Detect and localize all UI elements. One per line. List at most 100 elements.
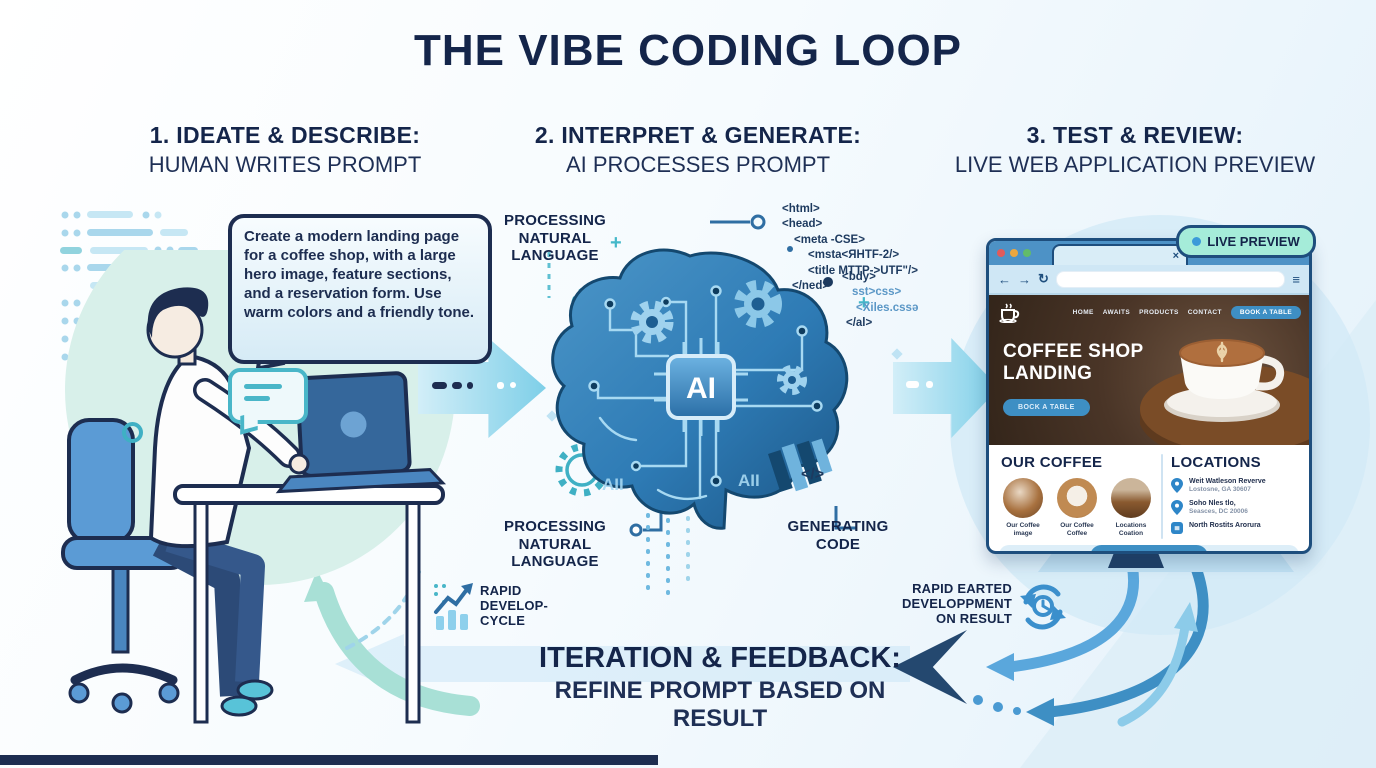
- column-divider: [1161, 454, 1163, 539]
- coffee-caption: Our Coffee image: [1006, 522, 1040, 538]
- label-generating-code: GENERATING CODE: [787, 518, 889, 553]
- step1-header: 1. IDEATE & DESCRIBE: HUMAN WRITES PROMP…: [85, 122, 485, 178]
- location-item: Weit Watleson Reverve Lostosne, GA 30607: [1171, 478, 1297, 493]
- menu-icon[interactable]: ≡: [1292, 271, 1300, 287]
- plus-accent: +: [610, 232, 622, 254]
- coffee-caption: Locations Coation: [1115, 522, 1147, 538]
- ai-chip-label: AI: [686, 372, 716, 405]
- iteration-feedback-block: ITERATION & FEEDBACK: REFINE PROMPT BASE…: [518, 642, 922, 733]
- url-bar[interactable]: [1055, 270, 1286, 288]
- code-line: </al>: [846, 317, 873, 330]
- location-address: Lostosne, GA 30607: [1189, 486, 1251, 493]
- plus-accent: +: [858, 292, 870, 314]
- hero-section: HOME AWAITS PRODUCTS CONTACT BOOK A TABL…: [989, 295, 1309, 445]
- browser-window: × ← → ↻ ≡ HOME AWAITS PRODUCTS CONTACT B…: [986, 238, 1312, 554]
- iteration-subtitle: REFINE PROMPT BASED ON RESULT: [554, 677, 886, 732]
- latte-cup-photo: [1140, 339, 1309, 445]
- ai-chip: [654, 338, 748, 436]
- browser-tab[interactable]: ×: [1052, 244, 1188, 265]
- generated-code-block: <html> <head> <meta -CSE> <msta<ЯHTF-2/>…: [782, 202, 918, 294]
- chair: [61, 418, 187, 714]
- live-dot-icon: [1192, 237, 1202, 246]
- hero-title: COFFEE SHOP LANDING: [1003, 341, 1144, 384]
- location-address: Seasces, DC 20006: [1189, 508, 1248, 515]
- close-traffic-dot[interactable]: [997, 249, 1005, 257]
- code-line: <msta<ЯHTF-2/>: [808, 249, 900, 262]
- ai-watermark-left: AII: [602, 475, 624, 494]
- generated-code-block-2: <bdy> sst>css> <Xiles.cssə </al>: [842, 270, 918, 332]
- brain-gears: [630, 280, 807, 395]
- coffee-photo: [1111, 478, 1151, 518]
- locations-heading: LOCATIONS: [1171, 454, 1261, 471]
- site-nav-link[interactable]: PRODUCTS: [1139, 309, 1179, 316]
- step2-title: 2. INTERPRET & GENERATE:: [534, 122, 862, 148]
- laptop: [275, 371, 447, 494]
- rapid-develop-cycle-label: RAPID DEVELOP- CYCLE: [480, 583, 549, 628]
- ai-brain-illustration: AI AII AII: [551, 248, 849, 530]
- site-nav-link[interactable]: CONTACT: [1187, 309, 1222, 316]
- location-name: North Rostits Arorura: [1189, 522, 1261, 529]
- step1-title: 1. IDEATE & DESCRIBE:: [149, 122, 421, 148]
- location-item: Soho Nles tlo, Seasces, DC 20006: [1171, 500, 1297, 515]
- circuit-nodes: [588, 285, 823, 487]
- minimize-traffic-dot[interactable]: [1010, 249, 1018, 257]
- rapid-result-label: RAPID EARTED DEVELOPPMENT ON RESULT: [901, 581, 1012, 626]
- maximize-traffic-dot[interactable]: [1023, 249, 1031, 257]
- tab-close-icon[interactable]: ×: [1172, 249, 1179, 262]
- code-tag-icon: </>: [801, 466, 825, 483]
- forward-icon[interactable]: →: [1018, 271, 1031, 287]
- page-title: THE VIBE CODING LOOP: [413, 26, 963, 75]
- step3-subtitle: LIVE WEB APPLICATION PREVIEW: [954, 152, 1316, 177]
- code-line: <bdy>: [842, 271, 876, 283]
- label-processing-top: PROCESSING NATURAL LANGUAGE: [503, 212, 607, 265]
- step3-header: 3. TEST & REVIEW: LIVE WEB APPLICATION P…: [918, 122, 1352, 178]
- growth-chart-icon: [434, 583, 473, 630]
- code-line: </ned>: [792, 280, 830, 293]
- nav-book-table-button[interactable]: BOOK A TABLE: [1230, 306, 1301, 319]
- coffee-photo: [1003, 478, 1043, 518]
- location-name: Weit Watleson Reverve: [1189, 478, 1266, 485]
- site-nav-link[interactable]: AWAITS: [1102, 309, 1131, 316]
- locations-section: LOCATIONS Weit Watleson Reverve Lostosne…: [1171, 454, 1297, 539]
- prompt-text: Create a modern landing page for a coffe…: [244, 228, 475, 321]
- floor-line: [0, 755, 658, 765]
- label-processing-bottom: PROCESSING NATURAL LANGUAGE: [503, 518, 607, 571]
- coffee-photo: [1057, 478, 1097, 518]
- desk: [173, 484, 445, 724]
- code-line: <meta -CSE>: [794, 233, 865, 246]
- code-line: <Xiles.cssə: [856, 301, 919, 314]
- back-icon[interactable]: ←: [998, 271, 1011, 287]
- our-coffee-heading: OUR COFFEE: [1001, 454, 1103, 471]
- refresh-icon[interactable]: ↻: [1038, 271, 1049, 286]
- our-coffee-section: OUR COFFEE Our Coffee image Our Coffee C…: [1001, 454, 1153, 539]
- site-nav-link[interactable]: HOME: [1072, 309, 1094, 316]
- site-nav: HOME AWAITS PRODUCTS CONTACT BOOK A TABL…: [1073, 306, 1301, 319]
- person-head: [146, 287, 209, 366]
- step3-title: 3. TEST & REVIEW:: [1026, 122, 1244, 148]
- code-line: <title MTTP->UTF"/>: [808, 264, 918, 277]
- book-table-button[interactable]: BOOK A TABLE: [1089, 544, 1209, 551]
- list-icon: ≣: [1171, 522, 1183, 534]
- location-item: ≣ North Rostits Arorura: [1171, 522, 1297, 534]
- live-preview-badge: LIVE PREVIEW: [1176, 225, 1316, 258]
- coffee-caption: Our Coffee Coffee: [1060, 522, 1094, 538]
- code-line: sst>css>: [852, 286, 902, 299]
- ai-watermark-right: AII: [738, 471, 760, 490]
- coffee-cup-logo-icon: [999, 303, 1020, 323]
- map-pin-icon: [1171, 500, 1183, 515]
- coffee-card: Locations Coation: [1109, 478, 1153, 539]
- brain-stem: [768, 438, 833, 493]
- hero-book-table-button[interactable]: BOCK A TABLE: [1003, 399, 1090, 416]
- coffee-card: Our Coffee image: [1001, 478, 1045, 539]
- prompt-speech-bubble: Create a modern landing page for a coffe…: [228, 214, 492, 364]
- code-line: <html>: [782, 203, 820, 215]
- refresh-clock-icon: [1020, 584, 1066, 630]
- code-line: <head>: [782, 218, 823, 231]
- step2-header: 2. INTERPRET & GENERATE: AI PROCESSES PR…: [498, 122, 898, 178]
- ring-accent: [122, 422, 143, 443]
- browser-toolbar: ← → ↻ ≡: [989, 265, 1309, 295]
- reservation-form-area: BOOK A TABLE: [999, 544, 1299, 551]
- step1-subtitle: HUMAN WRITES PROMPT: [148, 152, 422, 177]
- map-pin-icon: [1171, 478, 1183, 493]
